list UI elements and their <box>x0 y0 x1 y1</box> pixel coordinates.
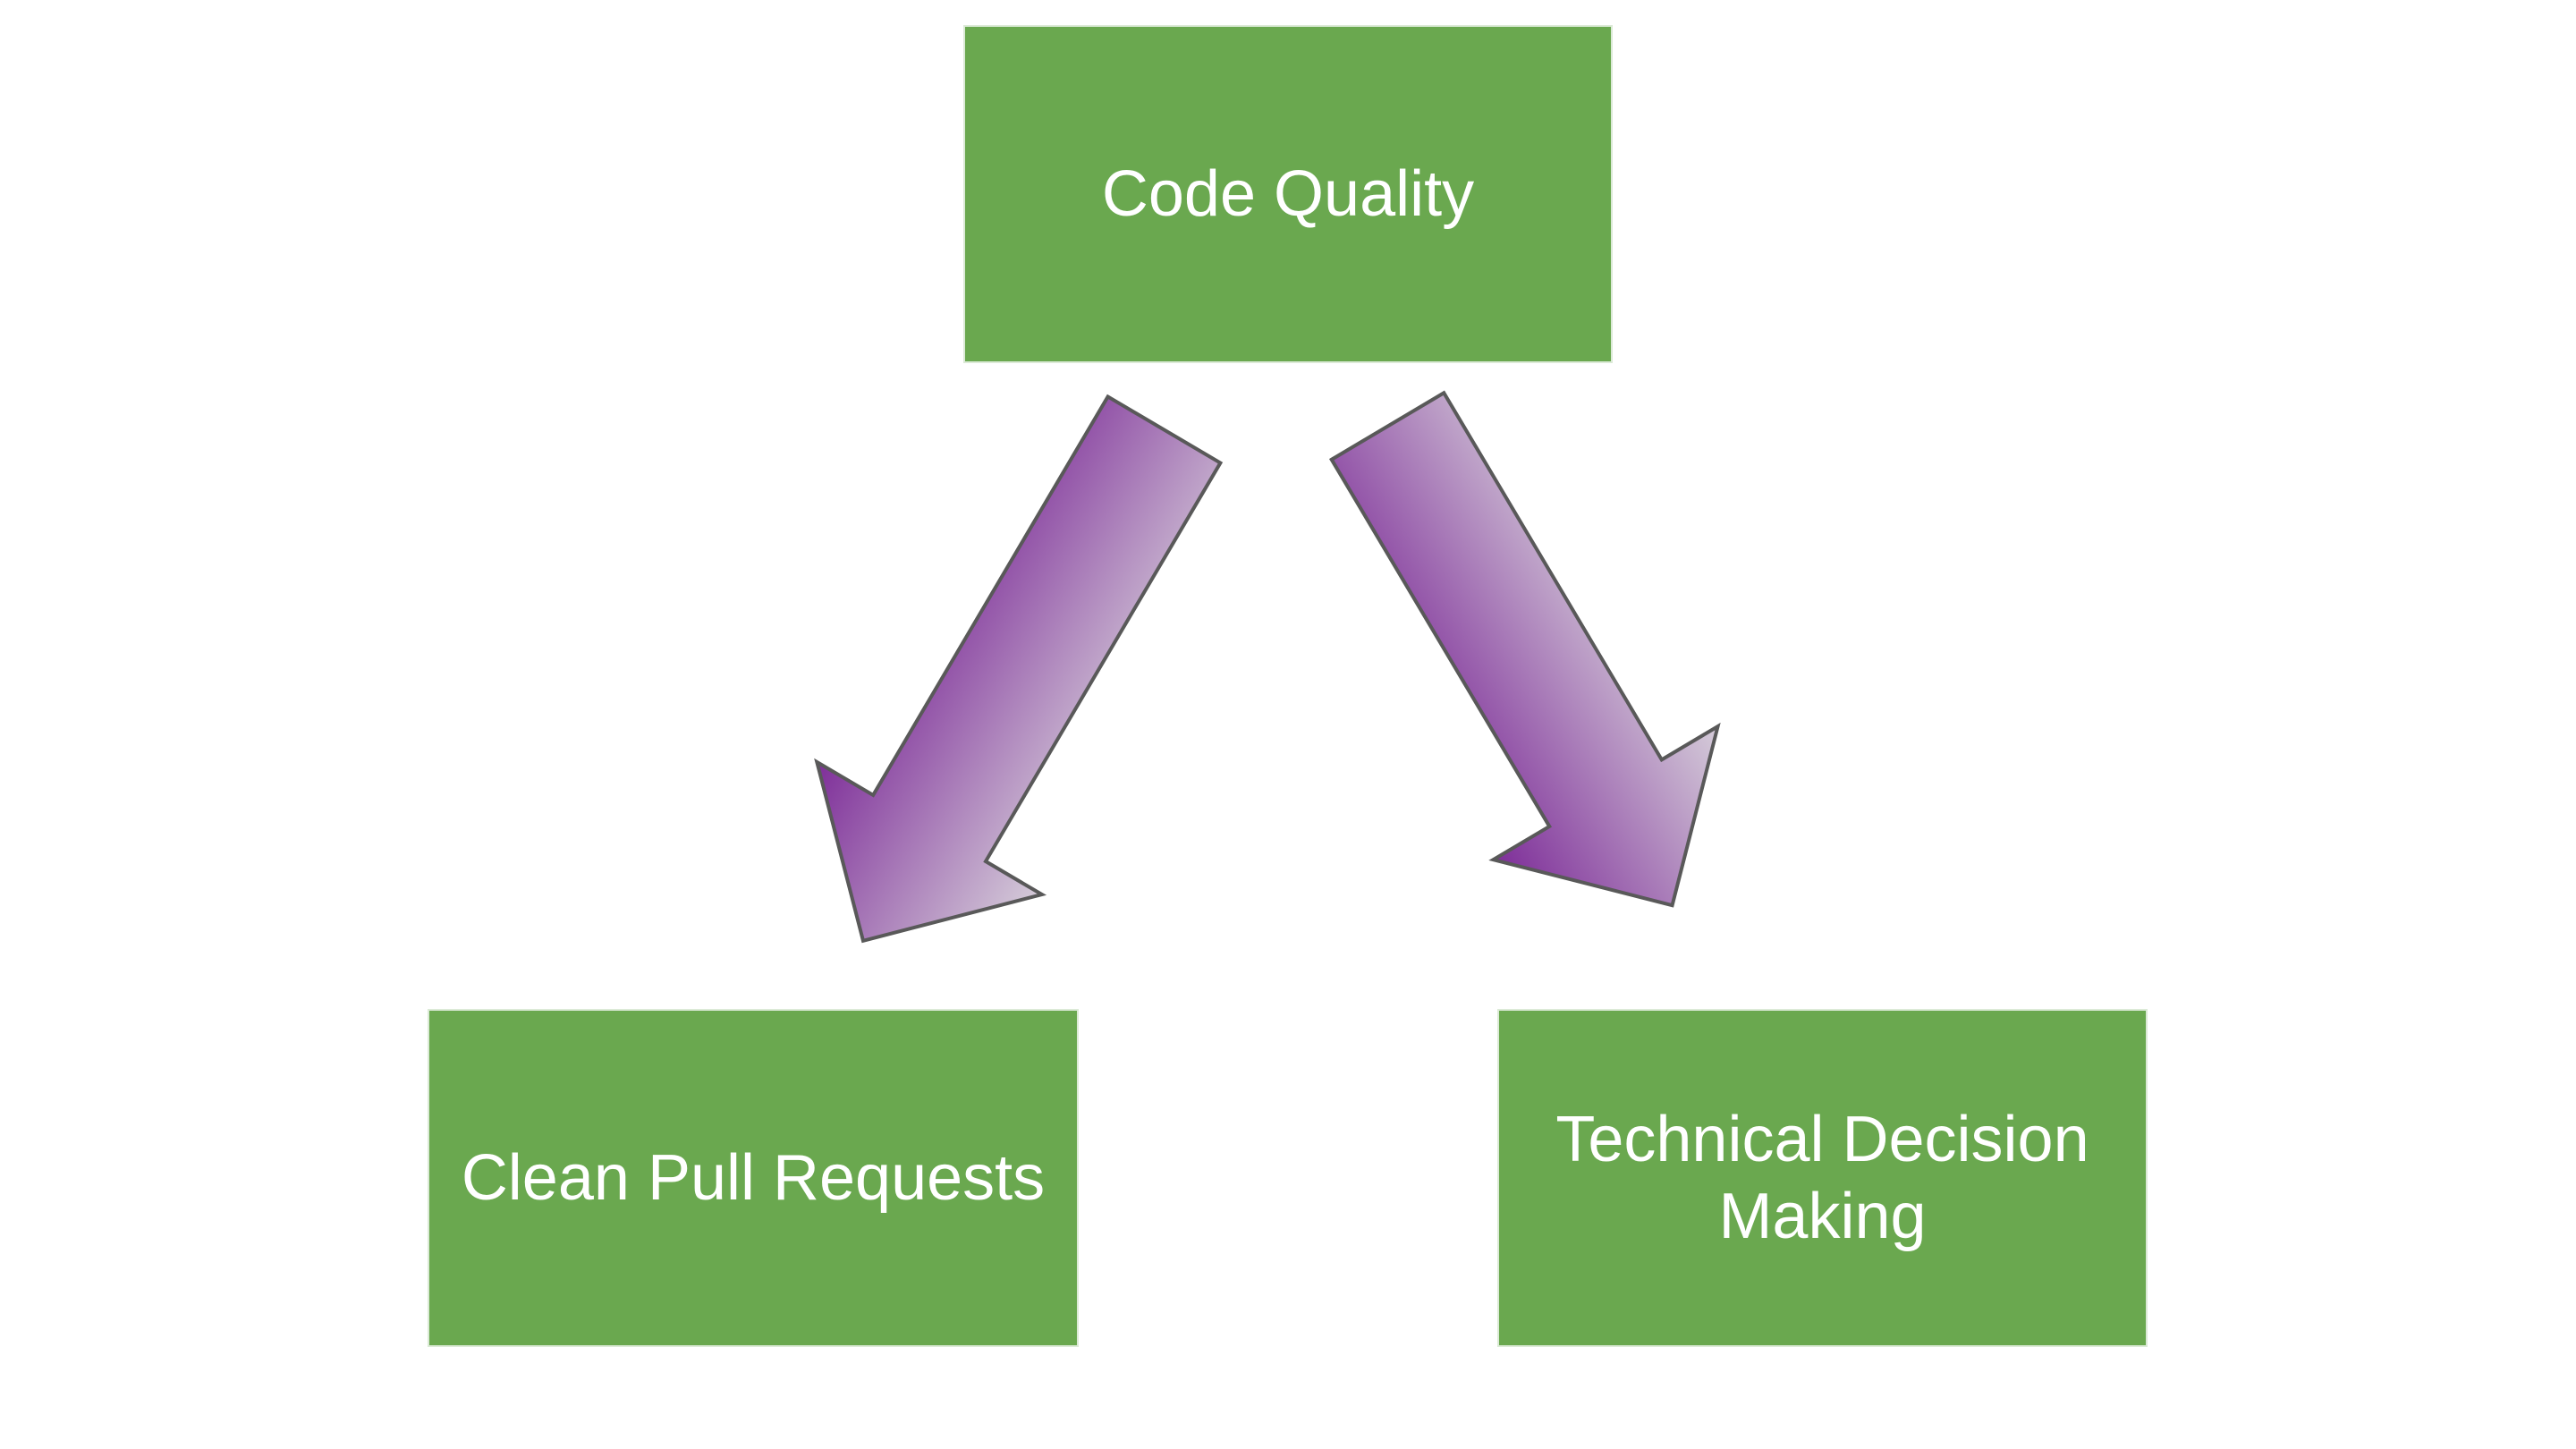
node-code-quality: Code Quality <box>963 25 1613 363</box>
down-right-arrow-shape <box>1328 390 1721 908</box>
down-left-arrow-shape <box>814 394 1224 944</box>
node-clean-pull-requests-label: Clean Pull Requests <box>461 1141 1046 1214</box>
node-technical-decision-making-label: Technical Decision Making <box>1555 1103 2089 1252</box>
node-technical-decision-making: Technical Decision Making <box>1497 1009 2148 1347</box>
down-left-arrow-icon <box>814 394 1224 944</box>
down-right-arrow-icon <box>1328 390 1721 908</box>
node-code-quality-label: Code Quality <box>1101 157 1475 230</box>
node-clean-pull-requests: Clean Pull Requests <box>428 1009 1079 1347</box>
